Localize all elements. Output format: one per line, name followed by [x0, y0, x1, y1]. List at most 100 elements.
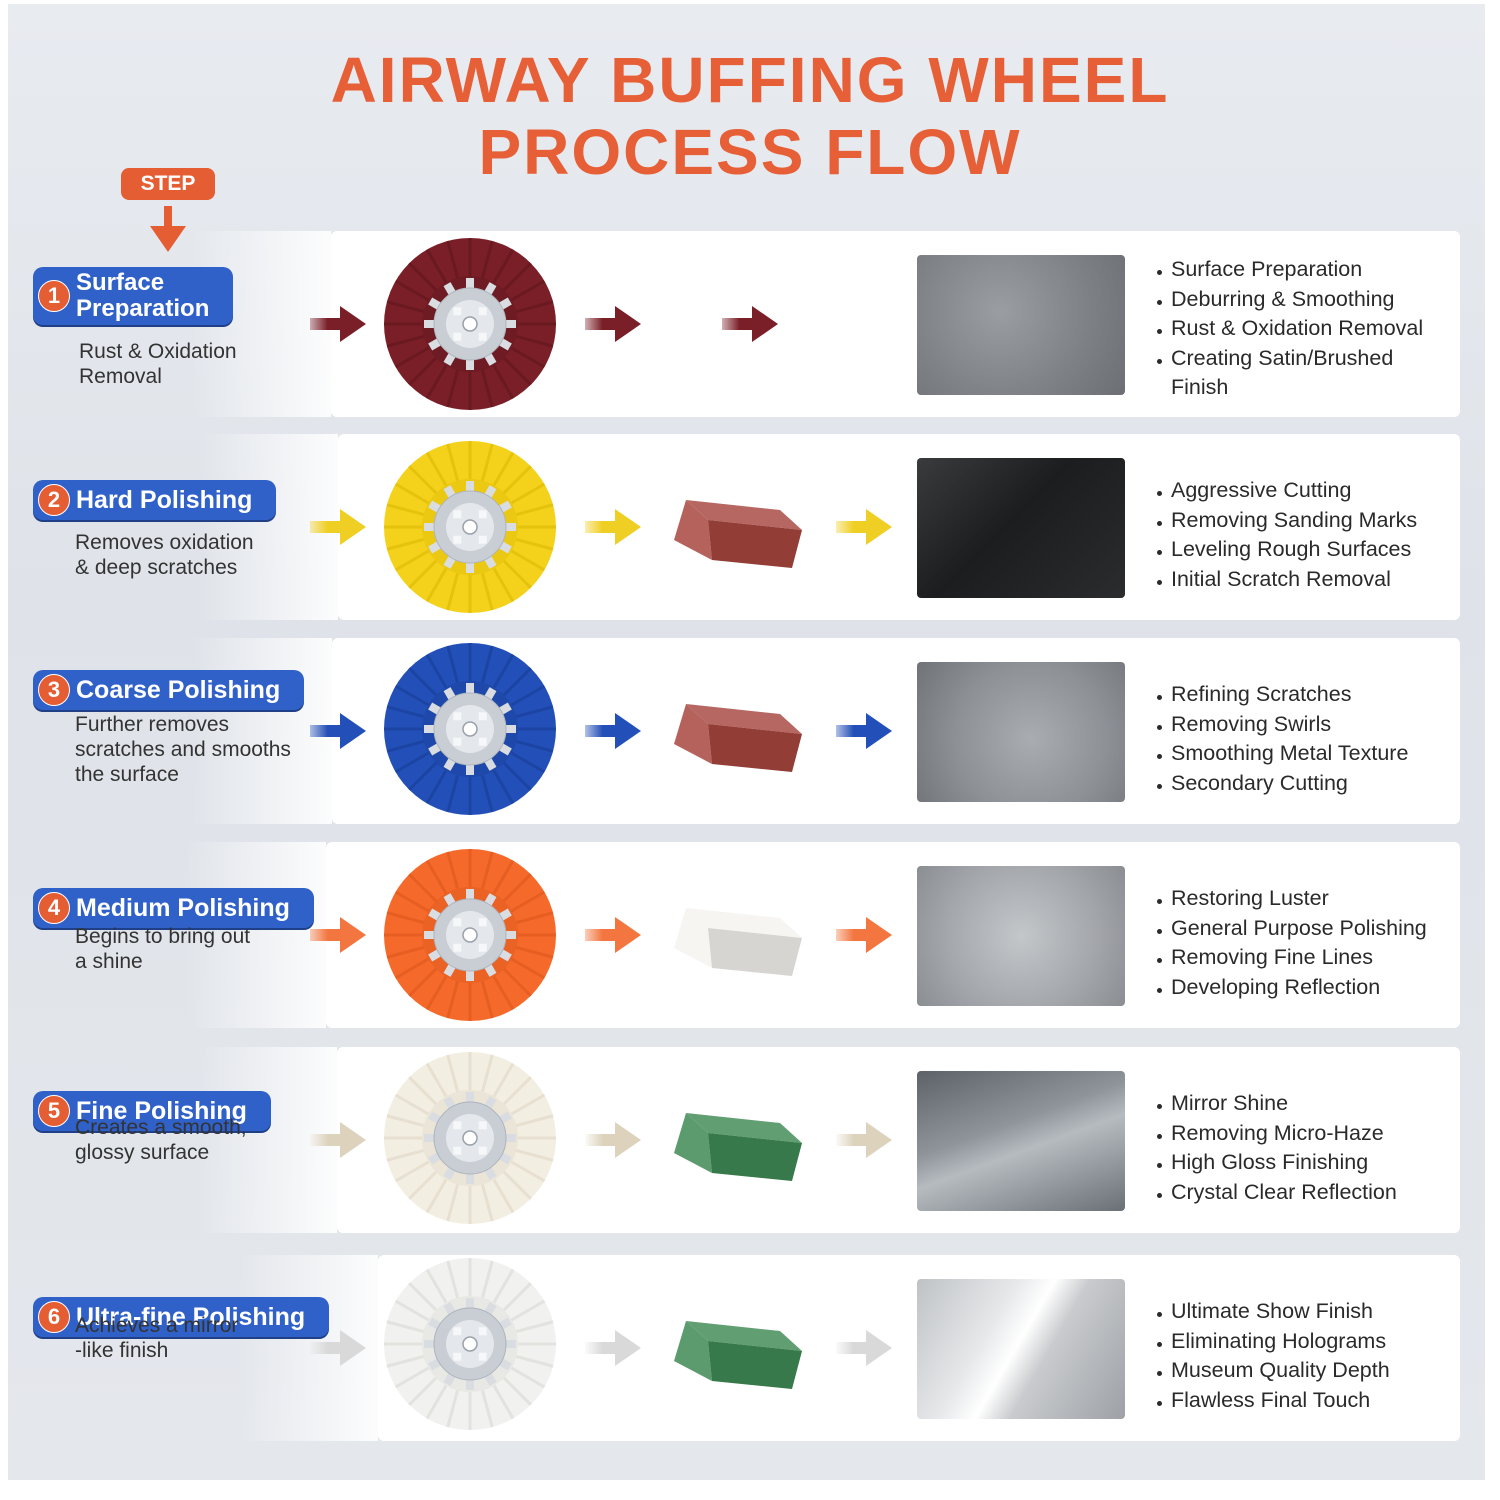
flow-arrow-icon [310, 306, 366, 342]
step-title: Ultra-fine Polishing [76, 1302, 306, 1331]
step-description: Begins to bring out a shine [75, 925, 251, 973]
flow-arrow-icon [310, 713, 366, 749]
step-number-badge: 2 [38, 484, 70, 516]
step-badge: STEP [121, 168, 215, 200]
metal-surface-result-image [917, 255, 1125, 395]
buffing-wheel-icon [384, 1052, 556, 1224]
step-number-badge: 6 [38, 1301, 70, 1333]
benefit-item: Museum Quality Depth [1157, 1356, 1390, 1386]
buffing-wheel-icon [384, 1258, 556, 1430]
metal-surface-result-image [917, 458, 1125, 598]
title-line-2: PROCESS FLOW [478, 116, 1022, 188]
buffing-wheel-icon [384, 238, 556, 410]
flow-arrow-icon [585, 306, 641, 342]
flow-arrow-icon [310, 1330, 366, 1366]
benefit-item: Restoring Luster [1157, 884, 1427, 914]
step-title: Coarse Polishing [76, 675, 281, 704]
flow-arrow-icon [836, 509, 892, 545]
benefit-item: Initial Scratch Removal [1157, 565, 1417, 595]
polishing-compound-bar-icon [674, 500, 802, 568]
polishing-compound-bar-icon [674, 908, 802, 976]
step-number-badge: 4 [38, 892, 70, 924]
step-title: Hard Polishing [76, 485, 253, 514]
benefit-item: Leveling Rough Surfaces [1157, 535, 1417, 565]
benefit-item: Ultimate Show Finish [1157, 1297, 1390, 1327]
benefit-item: Rust & Oxidation Removal [1157, 314, 1423, 344]
benefit-item: Surface Preparation [1157, 255, 1423, 285]
benefit-item: Secondary Cutting [1157, 769, 1408, 799]
step-description: Rust & Oxidation Removal [79, 340, 237, 388]
flow-arrow-icon [585, 509, 641, 545]
flow-arrow-icon [310, 917, 366, 953]
step-description: Further removes scratches and smooths th… [75, 713, 291, 786]
flow-arrow-icon [836, 917, 892, 953]
step-title: Fine Polishing [76, 1096, 247, 1125]
benefit-item: Smoothing Metal Texture [1157, 739, 1408, 769]
benefit-item: Removing Sanding Marks [1157, 506, 1417, 536]
metal-surface-result-image [917, 866, 1125, 1006]
polishing-compound-bar-icon [674, 704, 802, 772]
metal-surface-result-image [917, 1071, 1125, 1211]
benefit-item: Aggressive Cutting [1157, 476, 1417, 506]
benefit-item: Developing Reflection [1157, 973, 1427, 1003]
benefit-item: Mirror Shine [1157, 1089, 1397, 1119]
benefit-item: Removing Fine Lines [1157, 943, 1427, 973]
benefit-item: High Gloss Finishing [1157, 1148, 1397, 1178]
flow-arrow-icon [836, 713, 892, 749]
flow-arrow-icon [836, 1330, 892, 1366]
metal-surface-result-image [917, 662, 1125, 802]
card-fade [186, 842, 326, 1028]
metal-surface-result-image [917, 1279, 1125, 1419]
card-fade [192, 638, 332, 824]
buffing-wheel-icon [384, 643, 556, 815]
step-description: Creates a smooth, glossy surface [75, 1116, 247, 1164]
flow-arrow-icon [585, 713, 641, 749]
flow-arrow-icon [310, 509, 366, 545]
benefit-item: Removing Micro-Haze [1157, 1119, 1397, 1149]
benefit-item: General Purpose Polishing [1157, 914, 1427, 944]
step-description: Achieves a mirror -like finish [75, 1314, 239, 1362]
benefit-item: Refining Scratches [1157, 680, 1408, 710]
step-description: Removes oxidation & deep scratches [75, 531, 254, 579]
step-number-badge: 5 [38, 1095, 70, 1127]
page-title: AIRWAY BUFFING WHEEL PROCESS FLOW [0, 44, 1500, 188]
benefit-item: Flawless Final Touch [1157, 1386, 1390, 1416]
flow-arrow-icon [310, 1122, 366, 1158]
flow-arrow-icon [722, 306, 778, 342]
flow-arrow-icon [585, 917, 641, 953]
step-title: Surface Preparation [76, 269, 210, 322]
buffing-wheel-icon [384, 441, 556, 613]
benefit-item: Finish [1171, 375, 1229, 399]
step-down-arrow-icon [150, 206, 186, 252]
flow-arrow-icon [585, 1330, 641, 1366]
title-line-1: AIRWAY BUFFING WHEEL [330, 44, 1170, 116]
flow-arrow-icon [585, 1122, 641, 1158]
benefit-item: Deburring & Smoothing [1157, 285, 1423, 315]
polishing-compound-bar-icon [674, 1321, 802, 1389]
benefit-item: Eliminating Holograms [1157, 1327, 1390, 1357]
benefit-item: Creating Satin/Brushed [1157, 344, 1423, 374]
polishing-compound-bar-icon [674, 1113, 802, 1181]
benefit-item: Crystal Clear Reflection [1157, 1178, 1397, 1208]
step-number-badge: 3 [38, 674, 70, 706]
flow-arrow-icon [836, 1122, 892, 1158]
buffing-wheel-icon [384, 849, 556, 1021]
